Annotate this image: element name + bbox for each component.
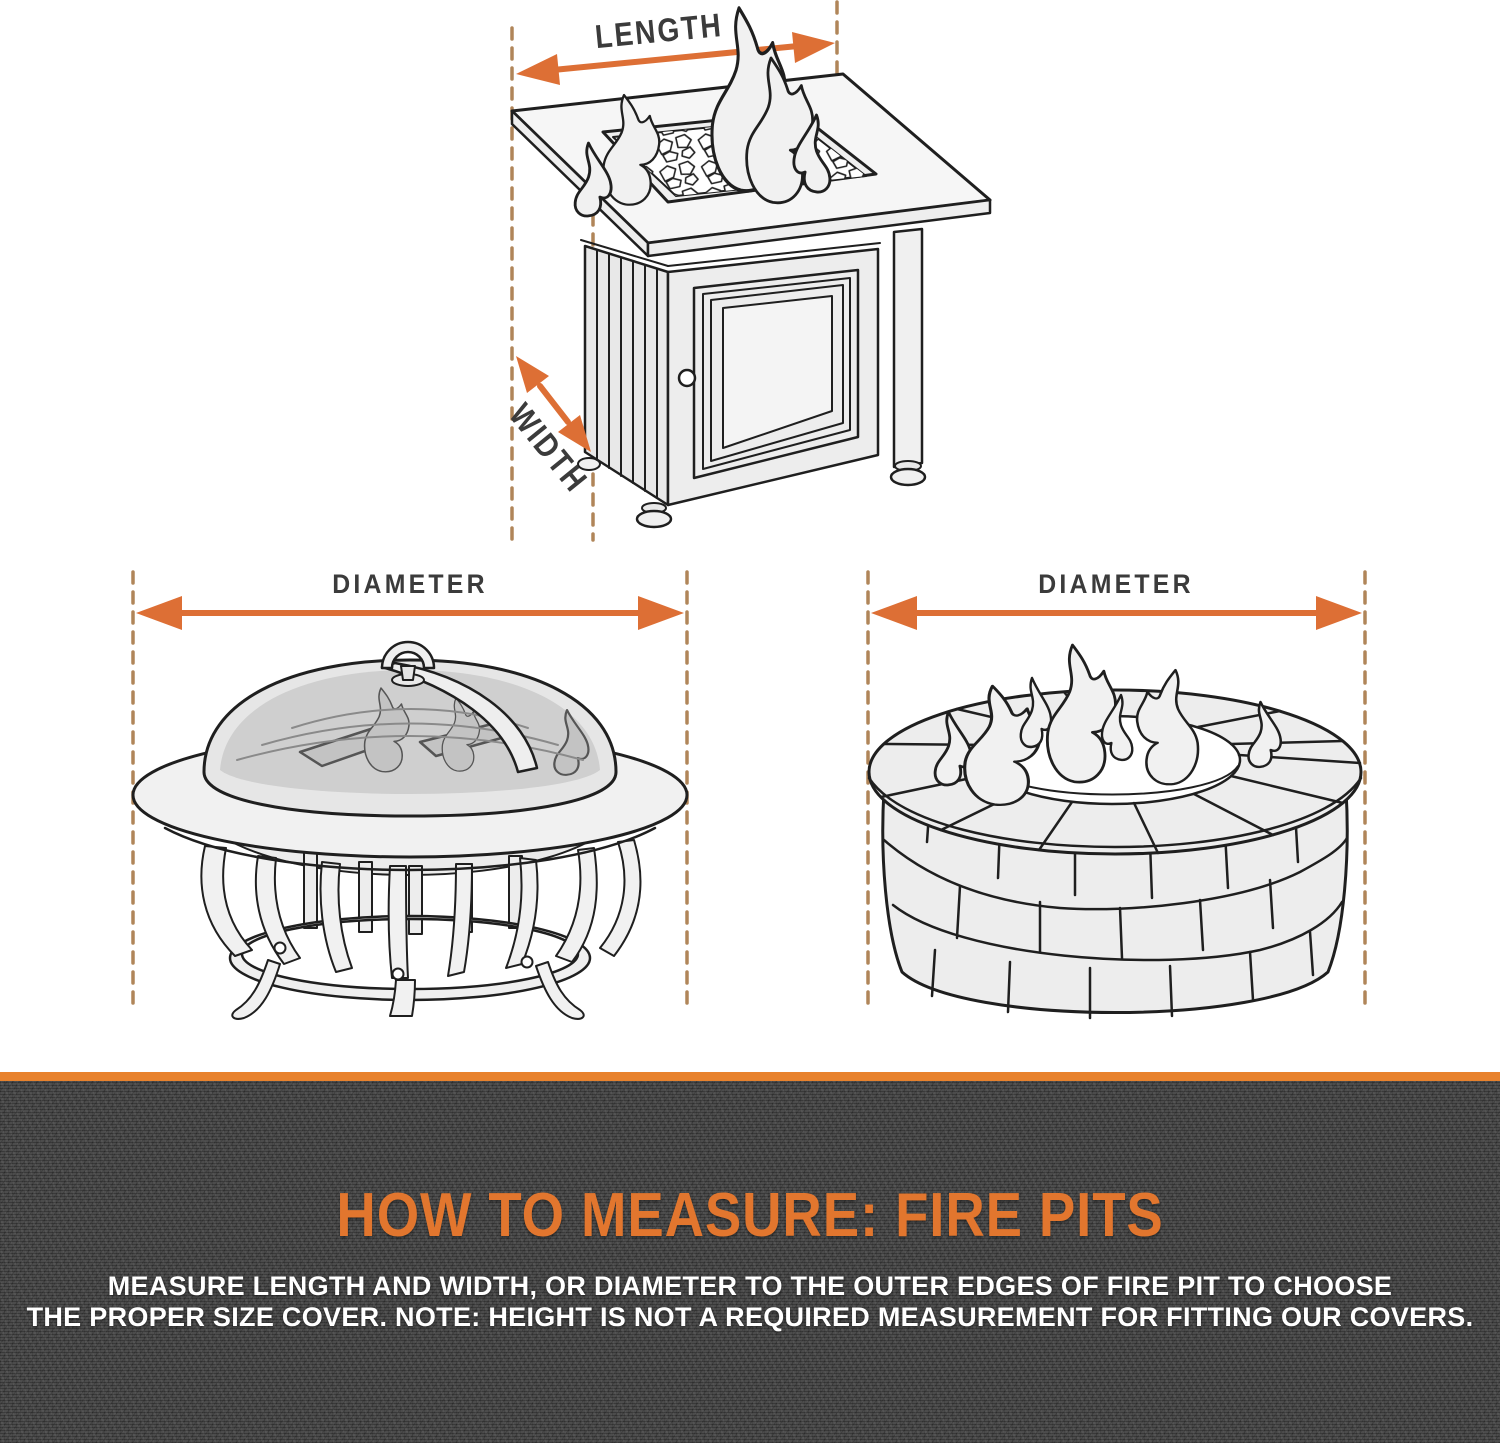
diameter-arrow-right [871,596,1362,630]
spark-screen-dome [202,640,618,818]
ring-handle [380,640,436,687]
bowl-drawing [131,640,689,1020]
gas-table-drawing [510,72,992,529]
banner-description-line1: MEASURE LENGTH AND WIDTH, OR DIAMETER TO… [107,1271,1393,1301]
door-knob [677,368,697,388]
cabinet-door [666,242,881,507]
diameter-label-left: DIAMETER [332,570,487,599]
length-label: LENGTH [593,7,724,56]
stone-extension-lines [866,570,1367,1014]
banner-title-text: HOW TO MEASURE: FIRE PITS [336,1181,1164,1250]
gas-firepit-table-figure: LENGTH WIDTH [502,0,992,542]
width-arrow [516,356,591,452]
banner-title: HOW TO MEASURE: FIRE PITS [0,1185,1500,1247]
stone-ring-drawing [867,643,1363,1020]
bowl-firepit-figure: DIAMETER [131,570,689,1020]
banner-description: MEASURE LENGTH AND WIDTH, OR DIAMETER TO… [0,1271,1500,1333]
width-label: WIDTH [502,397,595,500]
banner-description-line2: THE PROPER SIZE COVER. NOTE: HEIGHT IS N… [26,1302,1474,1332]
how-to-measure-banner: HOW TO MEASURE: FIRE PITS MEASURE LENGTH… [0,1072,1500,1443]
stone-firepit-figure: DIAMETER [866,570,1367,1020]
diameter-arrow-left [136,596,684,630]
fire-pit-diagrams: LENGTH WIDTH DIAMETER [131,0,1367,1020]
diameter-label-right: DIAMETER [1038,570,1193,599]
